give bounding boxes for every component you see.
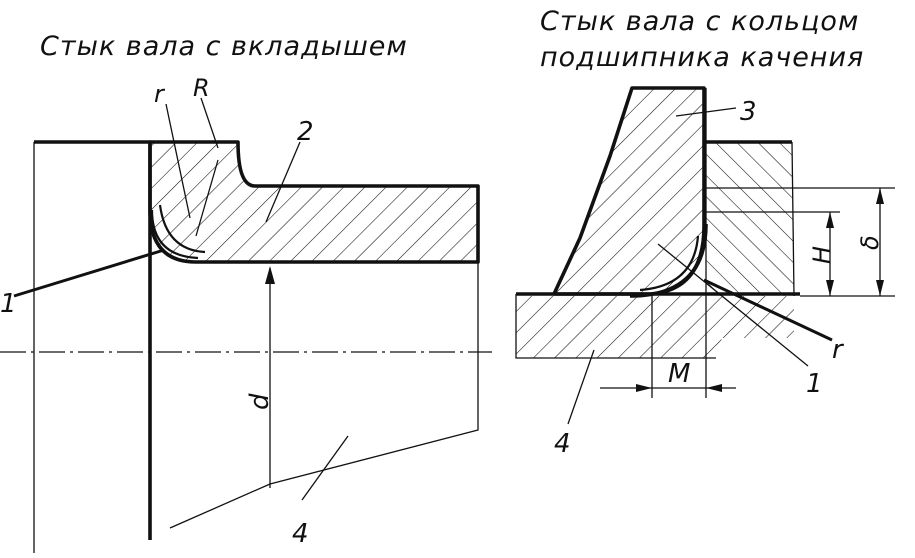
- dimension-H-arrow-top: [826, 212, 834, 228]
- label-1-left: 1: [0, 289, 17, 319]
- title-right-line1: Стык вала с кольцом: [540, 6, 859, 37]
- leader-1-right: [657, 243, 809, 367]
- leader-R-left-b: [195, 159, 219, 237]
- leader-1-left: [13, 248, 165, 298]
- dimension-d-arrow: [265, 266, 275, 284]
- dimension-delta-arrow-bottom: [876, 280, 884, 296]
- label-r-right: r: [832, 335, 845, 365]
- right-figure: M H δ 3 r 1 4: [515, 86, 895, 459]
- shoulder-right-edge: [791, 141, 795, 297]
- leader-4-left: [301, 435, 349, 501]
- leader-2: [265, 141, 301, 223]
- label-3: 3: [740, 97, 757, 127]
- bushing-part-2: [148, 140, 480, 264]
- fillet-r-curve: [150, 209, 199, 260]
- leader-r-left: [165, 103, 191, 219]
- shaft-shoulder-outline: [34, 140, 152, 540]
- label-H: H: [808, 246, 836, 264]
- leader-3: [675, 107, 737, 117]
- dimension-M-arrow-right: [706, 384, 722, 392]
- title-left: Стык вала с вкладышем: [40, 31, 408, 62]
- leader-4-right: [567, 349, 595, 425]
- shaft-lower-block: [516, 296, 794, 358]
- shaft-lower-contour: [169, 261, 479, 529]
- dimension-M-arrow-left: [636, 384, 652, 392]
- leader-R-left-a: [200, 97, 219, 149]
- label-delta: δ: [856, 235, 884, 250]
- label-2: 2: [297, 117, 314, 147]
- fillet-R-curve: [158, 204, 206, 254]
- left-figure: d r R 2 1 4: [0, 74, 492, 553]
- label-r-left: r: [154, 80, 166, 108]
- dimension-delta-arrow-top: [876, 188, 884, 204]
- label-d: d: [245, 393, 275, 410]
- label-R-left: R: [193, 74, 210, 102]
- label-M: M: [668, 359, 690, 389]
- leader-r-right: [703, 278, 833, 342]
- label-4-right: 4: [554, 429, 571, 459]
- title-right-line2: подшипника качения: [540, 42, 864, 73]
- fillet-shaft: [629, 223, 708, 298]
- shaft-left-contour: [515, 294, 716, 359]
- shaft-shoulder-block: [706, 142, 794, 296]
- fillet-ring-gap: [639, 235, 700, 292]
- label-1-right: 1: [806, 369, 823, 399]
- label-4-left: 4: [292, 519, 309, 549]
- dimension-H-arrow-bottom: [826, 280, 834, 296]
